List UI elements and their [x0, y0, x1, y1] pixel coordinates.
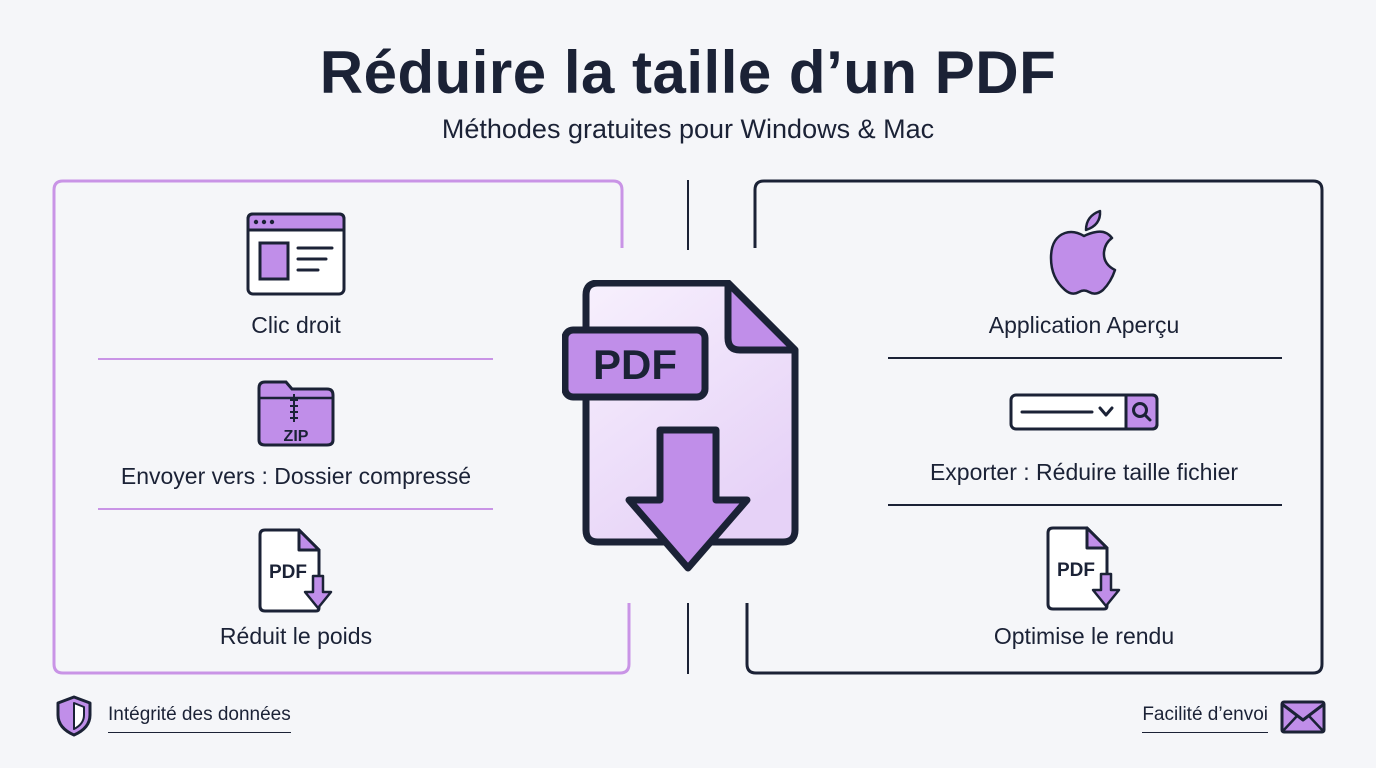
envelope-icon: [1280, 700, 1326, 734]
windows-divider: [98, 508, 493, 510]
center-pdf-text: PDF: [593, 341, 677, 388]
windows-item-label: Réduit le poids: [219, 623, 373, 649]
windows-item-label: Envoyer vers : Dossier compressé: [120, 463, 472, 489]
page-subtitle: Méthodes gratuites pour Windows & Mac: [441, 114, 935, 144]
windows-item-label: Clic droit: [251, 312, 341, 338]
apple-icon: [1049, 209, 1117, 295]
windows-panel-frame: [52, 179, 631, 675]
search-bar-icon: [1009, 393, 1159, 431]
pdf-download-icon: PDF: [562, 280, 799, 572]
page-title: Réduire la taille d’un PDF: [319, 39, 1057, 106]
mac-divider: [888, 357, 1282, 359]
mac-panel-frame: [745, 179, 1324, 675]
mac-divider: [888, 504, 1282, 506]
mac-item-label: Exporter : Réduire taille fichier: [929, 459, 1239, 485]
windows-divider: [98, 358, 493, 360]
pdf-download-icon: PDF: [258, 528, 333, 613]
browser-window-icon: [246, 212, 346, 296]
pdf-icon-text: PDF: [269, 562, 307, 583]
mac-item-label: Application Aperçu: [988, 312, 1180, 338]
footer-right-label: Facilité d’envoi: [1142, 704, 1268, 733]
zip-icon-text: ZIP: [284, 428, 309, 445]
pdf-download-icon: PDF: [1046, 526, 1121, 611]
mac-item-label: Optimise le rendu: [993, 623, 1175, 649]
shield-icon: [56, 695, 92, 737]
pdf-icon-text: PDF: [1057, 560, 1095, 581]
zip-folder-icon: ZIP: [257, 380, 335, 447]
footer-left-label: Intégrité des données: [108, 704, 291, 733]
